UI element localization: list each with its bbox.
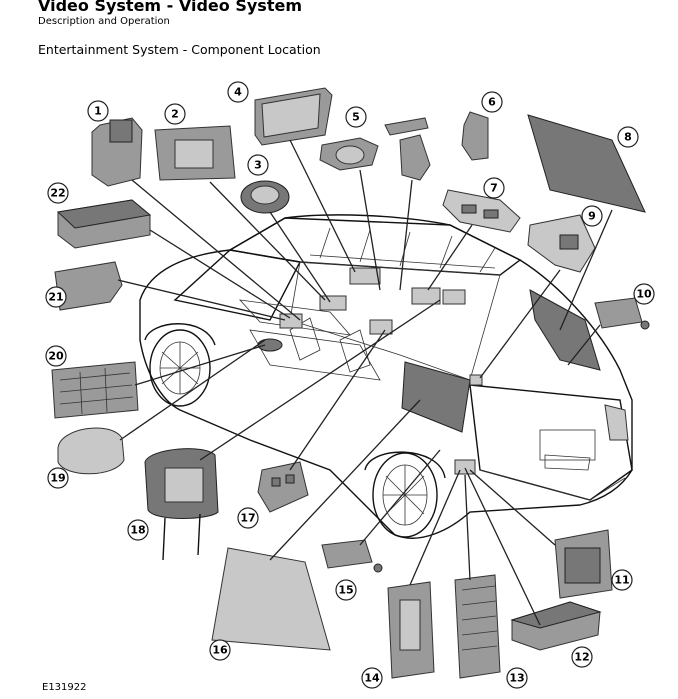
svg-text:5: 5	[352, 111, 360, 124]
callout-8: 8	[617, 126, 639, 148]
svg-text:18: 18	[130, 524, 145, 537]
callout-4: 4	[227, 81, 249, 103]
callout-1: 1	[87, 100, 109, 122]
svg-text:15: 15	[338, 584, 353, 597]
callout-2: 2	[164, 103, 186, 125]
svg-text:7: 7	[490, 182, 498, 195]
callout-14: 14	[361, 667, 383, 689]
callout-5: 5	[345, 106, 367, 128]
svg-text:3: 3	[254, 159, 262, 172]
callout-6: 6	[481, 91, 503, 113]
svg-text:12: 12	[574, 651, 589, 664]
page-title: Video System - Video System	[38, 0, 302, 15]
callout-22: 22	[47, 182, 69, 204]
callout-7: 7	[483, 177, 505, 199]
callout-17: 17	[237, 507, 259, 529]
svg-text:1: 1	[94, 105, 102, 118]
callout-9: 9	[581, 205, 603, 227]
svg-text:6: 6	[488, 96, 496, 109]
callout-15: 15	[335, 579, 357, 601]
svg-text:9: 9	[588, 210, 596, 223]
svg-text:11: 11	[614, 574, 629, 587]
callout-20: 20	[45, 345, 67, 367]
page-subtitle: Description and Operation	[38, 16, 170, 27]
callout-21: 21	[45, 286, 67, 308]
svg-text:13: 13	[509, 672, 524, 685]
svg-text:22: 22	[50, 187, 65, 200]
svg-text:14: 14	[364, 672, 380, 685]
svg-text:4: 4	[234, 86, 242, 99]
component-art	[51, 87, 650, 679]
callout-18: 18	[127, 519, 149, 541]
svg-text:21: 21	[48, 291, 63, 304]
svg-text:10: 10	[636, 288, 652, 301]
callout-3: 3	[247, 154, 269, 176]
callout-16: 16	[209, 639, 231, 661]
callout-12: 12	[571, 646, 593, 668]
vehicle-outline	[139, 214, 633, 539]
callout-19: 19	[47, 467, 69, 489]
leader-lines	[117, 139, 613, 626]
svg-text:19: 19	[50, 472, 65, 485]
section-heading: Entertainment System - Component Locatio…	[38, 42, 321, 57]
svg-text:16: 16	[212, 644, 228, 657]
callout-13: 13	[506, 667, 528, 689]
callout-11: 11	[611, 569, 633, 591]
figure-code: E131922	[42, 682, 87, 693]
svg-text:2: 2	[171, 108, 179, 121]
svg-text:17: 17	[240, 512, 255, 525]
callout-10: 10	[633, 283, 655, 305]
svg-text:20: 20	[48, 350, 64, 363]
svg-text:8: 8	[624, 131, 632, 144]
